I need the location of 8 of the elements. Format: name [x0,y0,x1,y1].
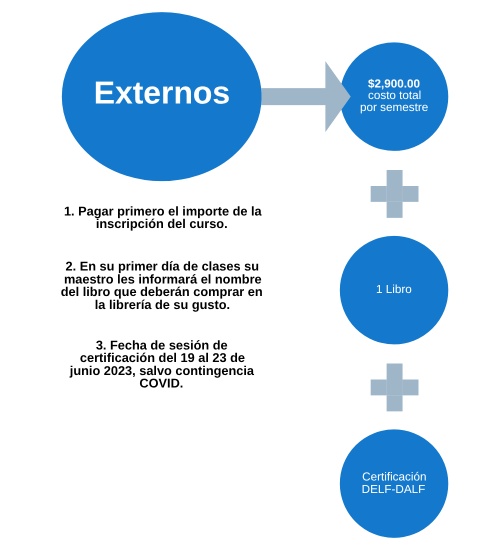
arrow [261,61,351,132]
label: 1. Pagar primero el importe de la inscripción del curso. [64,203,262,232]
node-circle: 1 Libro [340,236,448,344]
label: 3. Fecha de sesión de certificación del 19 al 23 de junio 2023, salvo contingencia COVID. [70,337,254,391]
label: 2. En su primer día de clases su maestro les informará el nombre del libro que deberán comprar en la librería de su gusto. [60,258,263,312]
node-ellipse: Externos [62,12,262,182]
node-circle: Certificación DELF-DALF [340,429,448,538]
node-circle: $2,900.00 costo total por semestre [340,42,448,151]
